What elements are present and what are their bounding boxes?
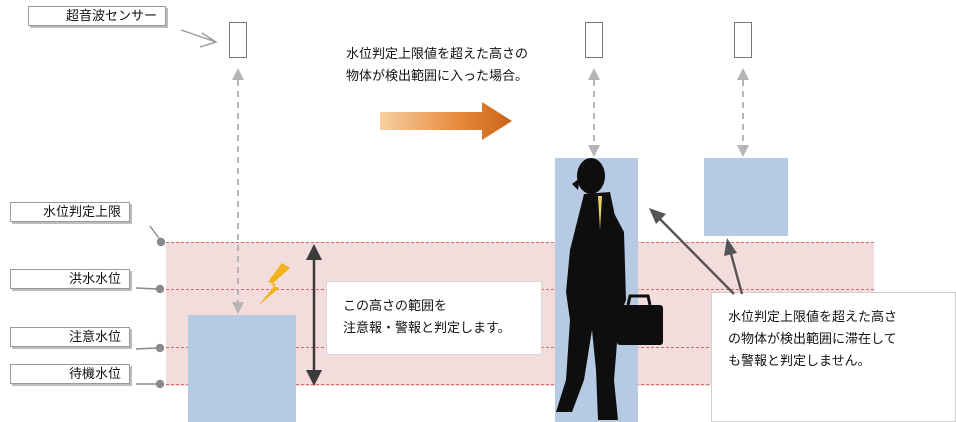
ultrasonic-sensor-1 [229,22,247,58]
caution-level-label: 注意水位 [10,327,130,347]
measurement-arrow-1 [232,68,244,314]
ultrasonic-sensor-2 [585,22,603,58]
lightning-icon [258,263,290,306]
progression-arrow [380,102,512,140]
measurement-arrow-2 [588,68,600,157]
sensor-pointer-arrow [180,29,218,48]
upper-limit-label: 水位判定上限 [10,202,130,222]
businessman-silhouette-icon [556,158,663,420]
level-leader-lines [135,225,166,389]
standby-level-label: 待機水位 [10,364,130,384]
callout-line-2: の物体が検出範囲に滞在して [728,332,897,347]
scenario-caption-line-2: 物体が検出範囲に入った場合。 [346,69,529,84]
callout-line-1: 水位判定上限値を超えた高さ [728,310,898,325]
sensor-label: 超音波センサー [28,6,166,26]
callout-line-3: も警報と判定しません。 [728,354,871,369]
standby-level-line [166,384,874,385]
measurement-arrow-3 [737,68,749,157]
upper-limit-line [166,242,874,243]
detection-area-water [188,315,296,422]
callout-pointer-arrows [649,208,744,295]
range-note-box: この高さの範囲を 注意報・警報と判定します。 [326,281,542,355]
detection-area-object [704,158,788,236]
ultrasonic-sensor-3 [734,22,752,58]
scenario-caption-line-1: 水位判定上限値を超えた高さの [346,47,529,62]
scenario-caption: 水位判定上限値を超えた高さの 物体が検出範囲に入った場合。 [346,44,528,88]
range-double-arrow [306,244,322,386]
range-note-line-2: 注意報・警報と判定します。 [343,321,511,336]
flood-level-label: 洪水水位 [10,269,130,289]
range-note-line-1: この高さの範囲を [343,299,448,314]
